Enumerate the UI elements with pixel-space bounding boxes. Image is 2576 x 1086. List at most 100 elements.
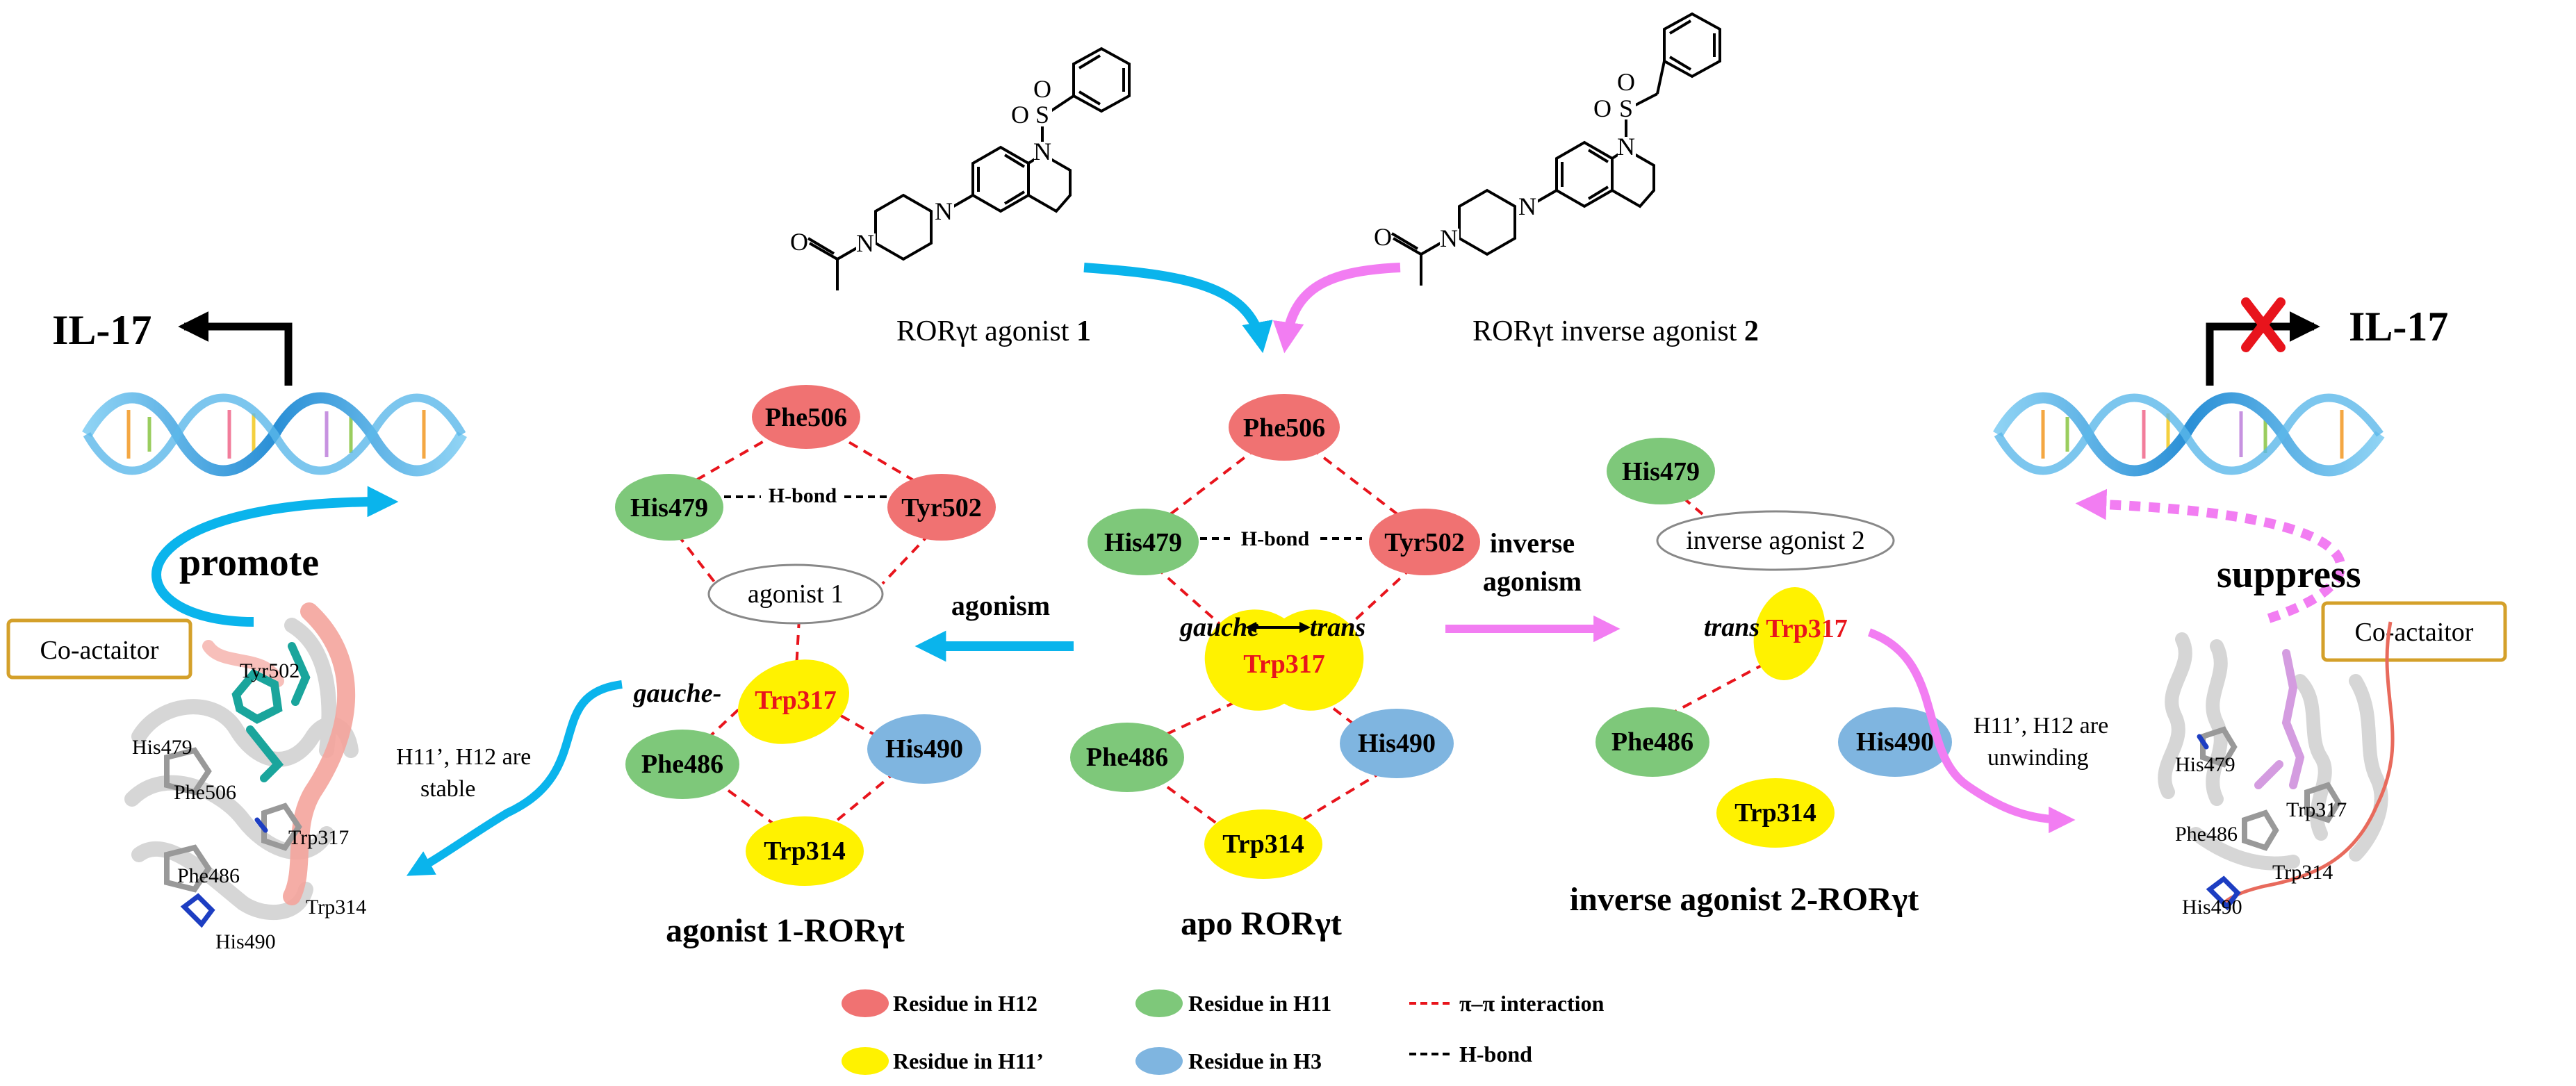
svg-text:H-bond: H-bond — [769, 484, 837, 507]
svg-text:Tyr502: Tyr502 — [1384, 528, 1464, 557]
svg-text:His479: His479 — [1622, 457, 1700, 486]
svg-text:trans: trans — [1704, 613, 1759, 642]
svg-text:Trp314: Trp314 — [764, 837, 846, 866]
svg-text:His490: His490 — [2182, 896, 2242, 919]
svg-text:Trp314: Trp314 — [306, 896, 366, 919]
inverse-agonist-structure — [1390, 12, 1721, 286]
apo-network — [1070, 394, 1480, 879]
svg-text:Trp314: Trp314 — [1222, 830, 1304, 859]
legend-h3-swatch — [1135, 1047, 1183, 1075]
inverse-atom-labels: S O O N N N O — [1374, 68, 1636, 252]
cross-icon — [2241, 297, 2286, 352]
svg-text:His490: His490 — [1358, 729, 1436, 758]
agonist-stability-arrow — [406, 680, 623, 876]
left-coactivator-label: Co-actaitor — [40, 636, 159, 665]
right-gene-arrow: IL-17 — [2206, 304, 2448, 386]
right-structure-labels: His479 Trp317 Phe486 Trp314 His490 — [2175, 753, 2347, 919]
inverse-unwinding-arrow — [1867, 628, 2076, 834]
svg-text:His479: His479 — [132, 736, 192, 759]
svg-text:Residue in H12: Residue in H12 — [893, 991, 1037, 1016]
svg-text:O: O — [1617, 68, 1635, 96]
svg-text:Tyr502: Tyr502 — [240, 659, 300, 682]
svg-text:Phe506: Phe506 — [1243, 413, 1325, 443]
apo-network-title: apo RORγt — [1181, 905, 1342, 942]
svg-text:His490: His490 — [215, 930, 276, 953]
svg-text:Trp314: Trp314 — [2272, 861, 2333, 884]
svg-text:Trp314: Trp314 — [1734, 798, 1816, 828]
suppress-label: suppress — [2217, 553, 2361, 596]
apo-network-labels: Phe506 His479 Tyr502 H-bond gauche trans… — [1086, 413, 1465, 859]
svg-text:N: N — [1033, 138, 1051, 165]
right-protein-structure — [2158, 621, 2395, 911]
svg-text:N: N — [856, 229, 874, 257]
right-coactivator-label: Co-actaitor — [2355, 618, 2474, 647]
legend-h11-swatch — [1135, 989, 1183, 1017]
svg-text:O: O — [1374, 223, 1392, 251]
right-coactivator-box — [2321, 601, 2507, 662]
svg-text:IL-17: IL-17 — [2349, 304, 2448, 349]
svg-text:O: O — [790, 228, 808, 256]
svg-text:O: O — [1011, 101, 1029, 129]
svg-text:IL-17: IL-17 — [52, 307, 151, 353]
agonist-atom-labels: S O O N N N O — [790, 75, 1052, 257]
svg-text:Phe486: Phe486 — [1611, 727, 1693, 757]
inverse-network — [1595, 438, 1952, 848]
legend-h12-swatch — [842, 989, 889, 1017]
legend: Residue in H12 Residue in H11’ Residue i… — [842, 989, 1605, 1075]
svg-text:Tyr502: Tyr502 — [901, 493, 981, 523]
left-structure-labels: Tyr502 His479 Phe506 Trp317 Phe486 Trp31… — [132, 659, 366, 953]
svg-text:Trp317: Trp317 — [1243, 650, 1325, 679]
svg-text:Residue in H11: Residue in H11 — [1188, 991, 1331, 1016]
inverse-network-labels: His479 inverse agonist 2 trans Trp317 Ph… — [1611, 457, 1934, 828]
svg-text:Phe486: Phe486 — [641, 750, 723, 779]
svg-text:agonist 1: agonist 1 — [748, 579, 844, 609]
svg-text:Phe506: Phe506 — [765, 403, 847, 432]
left-protein-structure — [124, 602, 359, 928]
svg-text:Residue in H11’: Residue in H11’ — [893, 1048, 1044, 1073]
svg-text:Residue in H3: Residue in H3 — [1188, 1048, 1322, 1073]
svg-text:Trp317: Trp317 — [288, 826, 349, 849]
inverse-binding-arrow — [1272, 263, 1401, 354]
promote-arrow — [151, 486, 399, 627]
svg-text:Phe486: Phe486 — [2175, 823, 2238, 846]
svg-text:S: S — [1035, 101, 1049, 129]
svg-text:Phe486: Phe486 — [177, 864, 240, 887]
agonism-label: agonism — [951, 590, 1050, 621]
agonist-binding-arrow — [1083, 263, 1273, 354]
svg-text:Trp317: Trp317 — [1766, 614, 1848, 643]
agonist-network-labels: Phe506 His479 Tyr502 H-bond agonist 1 Tr… — [630, 403, 982, 866]
svg-text:His490: His490 — [1856, 727, 1934, 757]
svg-text:N: N — [1518, 192, 1536, 220]
svg-text:S: S — [1619, 94, 1633, 122]
svg-text:Phe486: Phe486 — [1086, 743, 1168, 772]
svg-text:O: O — [1033, 75, 1051, 103]
svg-text:His479: His479 — [1104, 528, 1182, 557]
svg-text:O: O — [1593, 94, 1611, 122]
agonist-caption: RORγt agonist 1 — [896, 315, 1091, 347]
svg-text:His479: His479 — [2175, 753, 2235, 776]
svg-text:π–π interaction: π–π interaction — [1459, 991, 1605, 1016]
svg-text:N: N — [1440, 224, 1458, 252]
svg-text:trans: trans — [1310, 613, 1365, 642]
promote-label: promote — [179, 541, 319, 584]
legend-h11p-swatch — [842, 1047, 889, 1075]
svg-text:N: N — [1617, 133, 1635, 161]
inverse-network-title: inverse agonist 2-RORγt — [1570, 881, 1919, 918]
inverse-agonist-caption: RORγt inverse agonist 2 — [1472, 315, 1759, 347]
left-coactivator-box — [6, 618, 192, 680]
svg-text:His479: His479 — [630, 493, 708, 523]
svg-text:H-bond: H-bond — [1459, 1042, 1532, 1067]
agonist-network — [615, 385, 996, 886]
svg-text:Trp317: Trp317 — [2286, 798, 2347, 821]
svg-text:H-bond: H-bond — [1241, 527, 1310, 550]
svg-text:gauche: gauche — [1179, 613, 1259, 642]
left-dna-icon — [82, 392, 467, 477]
svg-text:His490: His490 — [885, 734, 963, 764]
svg-text:Trp317: Trp317 — [755, 686, 837, 715]
svg-text:inverse agonist 2: inverse agonist 2 — [1686, 526, 1865, 555]
